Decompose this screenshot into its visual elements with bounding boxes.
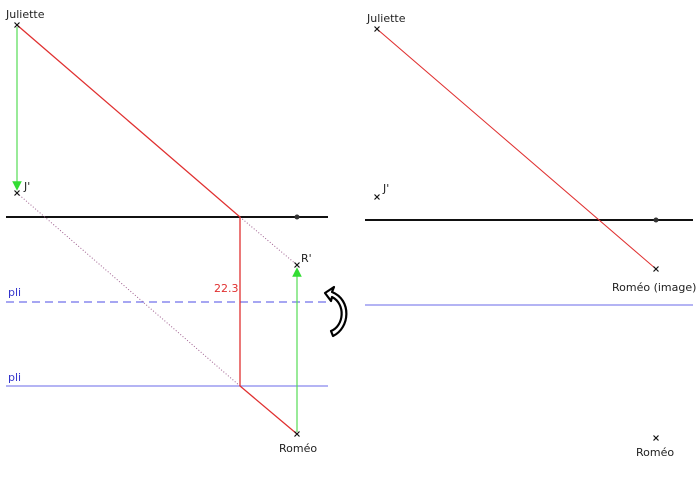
romeo-marker (653, 435, 659, 441)
romeo-image-marker (653, 266, 659, 272)
romeo-image-label: Roméo (image) (612, 281, 696, 294)
distance-label: 22.3 (214, 282, 239, 295)
juliette-marker (14, 22, 20, 28)
romeo-label: Roméo (279, 442, 317, 455)
dotted-ray-rprime (239, 216, 298, 266)
light-ray (376, 28, 657, 270)
rprime-marker (294, 262, 300, 268)
fold-arrow-icon (323, 285, 348, 338)
left-panel: Juliette J' R' Roméo pli pli 22.3 (5, 8, 328, 455)
juliette-label: Juliette (366, 12, 406, 25)
light-ray (16, 24, 298, 435)
rprime-label: R' (301, 252, 312, 265)
point-markers (14, 22, 300, 437)
juliette-label: Juliette (5, 8, 45, 21)
romeo-marker (294, 431, 300, 437)
jprime-label: J' (23, 180, 30, 193)
mirror-point (653, 217, 659, 223)
mirror-point (294, 214, 300, 220)
jprime-label: J' (382, 182, 389, 195)
jprime-marker (374, 194, 380, 200)
pli-label-dashed: pli (8, 286, 21, 299)
right-panel: Juliette J' Roméo (image) Roméo (365, 12, 696, 459)
romeo-label: Roméo (636, 446, 674, 459)
point-markers (374, 26, 659, 441)
dotted-ray-jprime (16, 192, 241, 387)
juliette-marker (374, 26, 380, 32)
jprime-marker (14, 190, 20, 196)
pli-label-solid: pli (8, 371, 21, 384)
